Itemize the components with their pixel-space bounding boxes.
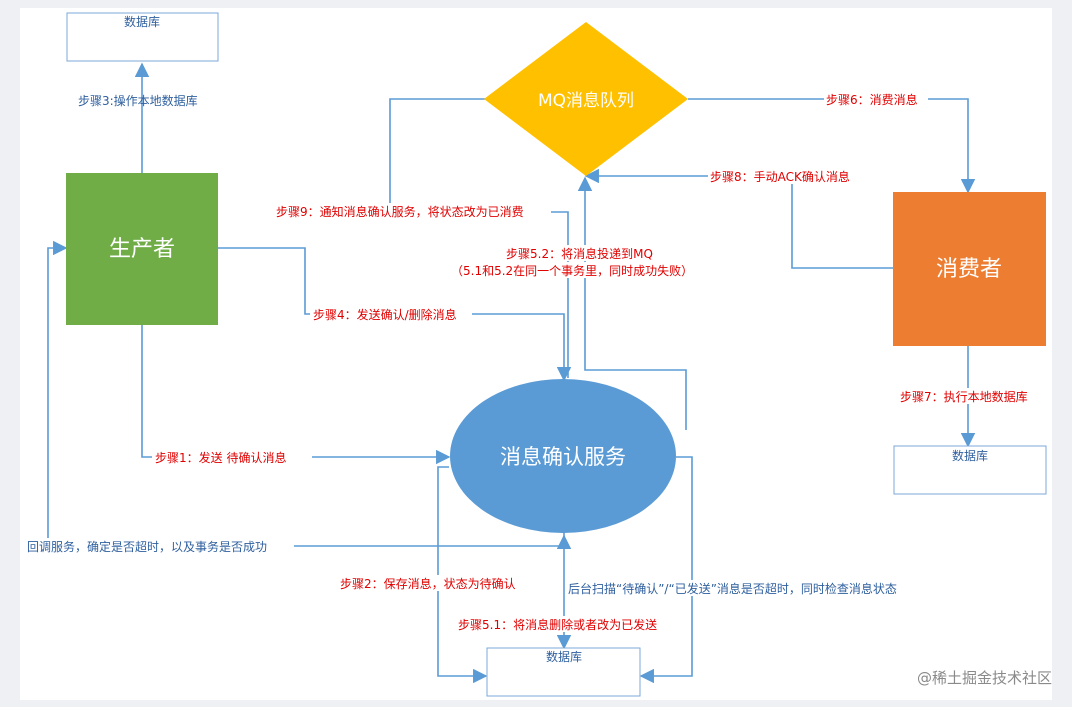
node-confirm-service: 消息确认服务	[450, 379, 676, 533]
db-top-label: 数据库	[124, 14, 160, 29]
label-step6: 步骤6：消费消息	[826, 92, 918, 107]
confirm-service-label: 消息确认服务	[500, 445, 626, 469]
node-producer: 生产者	[66, 173, 218, 325]
node-mq-queue: MQ消息队列	[484, 22, 688, 176]
label-step52-line2: （5.1和5.2在同一个事务里，同时成功失败）	[451, 263, 693, 278]
node-db-top: 数据库	[66, 12, 219, 62]
node-consumer: 消费者	[893, 192, 1046, 346]
label-step51: 步骤5.1：将消息删除或者改为已发送	[458, 617, 657, 632]
label-step9: 步骤9：通知消息确认服务，将状态改为已消费	[276, 204, 524, 219]
label-step1: 步骤1：发送 待确认消息	[155, 450, 286, 465]
label-scan: 后台扫描“待确认”/“已发送”消息是否超时，同时检查消息状态	[568, 581, 897, 596]
arrow-step4	[218, 247, 572, 382]
arrow-step2	[437, 466, 488, 684]
label-step52-line1: 步骤5.2：将消息投递到MQ	[506, 246, 653, 261]
label-step3: 步骤3:操作本地数据库	[78, 93, 198, 108]
node-db-right: 数据库	[893, 445, 1047, 495]
label-step2: 步骤2：保存消息，状态为待确认	[340, 576, 516, 591]
consumer-label: 消费者	[936, 257, 1002, 282]
db-bottom-label: 数据库	[546, 649, 582, 664]
arrow-scan	[639, 456, 693, 684]
producer-label: 生产者	[109, 237, 175, 262]
label-callback: 回调服务，确定是否超时，以及事务是否成功	[27, 539, 267, 554]
arrow-step8	[584, 168, 893, 269]
label-step4: 步骤4：发送确认/删除消息	[313, 307, 457, 322]
mq-label: MQ消息队列	[538, 91, 634, 111]
watermark-text: @稀土掘金技术社区	[917, 669, 1052, 687]
db-right-label: 数据库	[952, 448, 988, 463]
arrow-step6	[688, 98, 976, 194]
label-step7: 步骤7：执行本地数据库	[900, 389, 1028, 404]
arrow-step1	[141, 325, 451, 465]
node-db-bottom: 数据库	[486, 647, 641, 697]
label-step8: 步骤8：手动ACK确认消息	[710, 169, 850, 184]
